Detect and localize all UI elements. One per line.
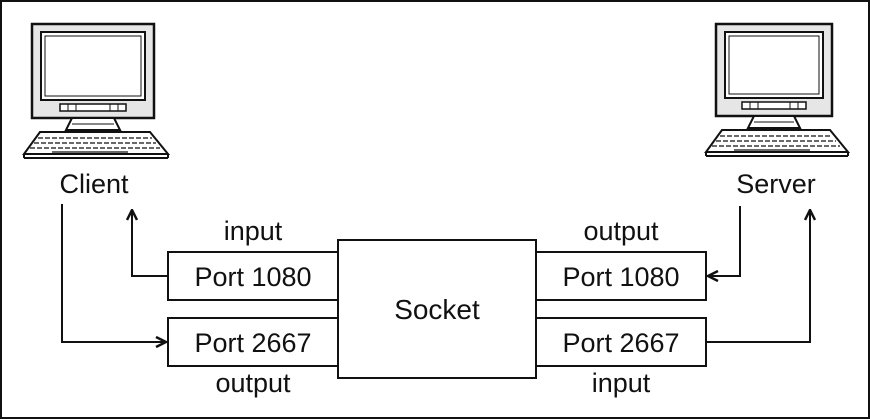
client-port-2667-label: Port 2667	[194, 328, 311, 358]
server-port-1080-box	[535, 251, 707, 301]
client-output-label: output	[215, 368, 291, 398]
server-port-2667-label: Port 2667	[562, 328, 679, 358]
server-computer-icon	[704, 22, 851, 157]
socket-box	[337, 239, 537, 379]
server-port-1080-label: Port 1080	[562, 262, 679, 292]
server-input-label: input	[592, 368, 651, 398]
server-label: Server	[736, 169, 816, 199]
server-port-2667-box	[535, 317, 707, 367]
client-computer-icon	[22, 22, 171, 159]
client-input-arrow	[132, 210, 168, 277]
server-output-label: output	[583, 216, 659, 246]
client-label: Client	[59, 169, 129, 199]
client-output-arrow	[61, 204, 166, 342]
client-port-1080-label: Port 1080	[194, 262, 311, 292]
client-input-label: input	[224, 216, 283, 246]
server-input-arrow	[706, 210, 810, 343]
server-output-arrow	[708, 206, 741, 276]
socket-label: Socket	[394, 294, 480, 325]
client-port-2667-box	[167, 317, 339, 367]
